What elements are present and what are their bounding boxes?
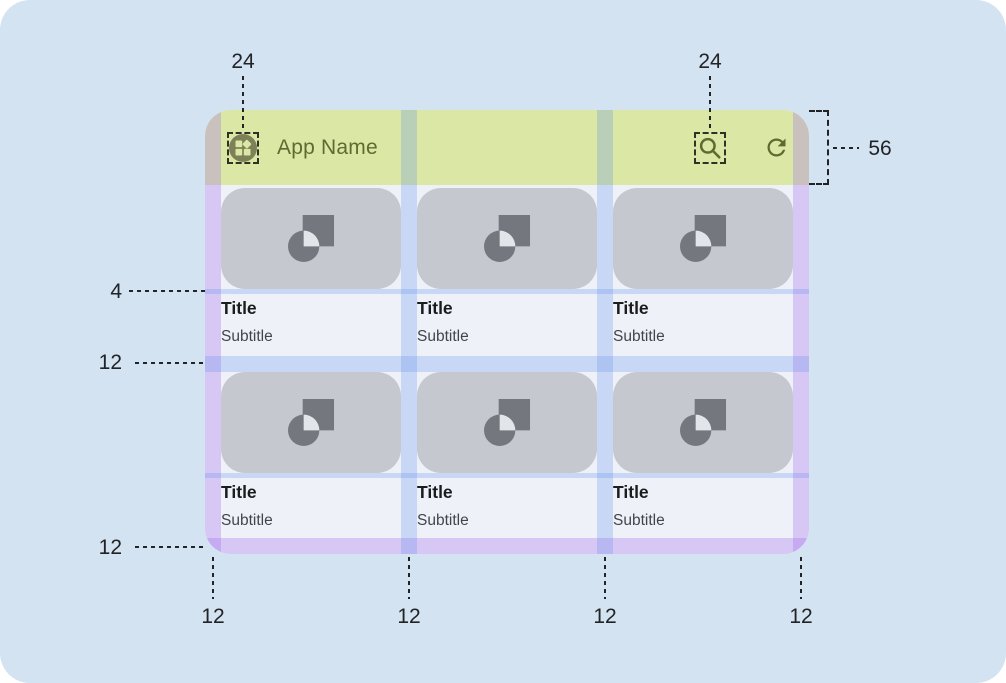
measurement-label-col-12-2: 12 [397,605,421,628]
gap-overlay-12-rows [205,356,809,372]
measurement-label-row-gap-12: 12 [98,351,122,374]
image-placeholder-icon [679,215,726,262]
card-image [613,188,793,289]
card-image [221,188,401,289]
measurement-bracket-header-56 [809,110,829,185]
card-text-block: Title Subtitle [417,478,597,534]
search-icon-measure-box [694,132,726,164]
card[interactable] [613,372,793,473]
card-subtitle: Subtitle [221,512,273,529]
measurement-label-bottom-margin-12: 12 [98,536,122,559]
card-text-block: Title Subtitle [221,294,401,350]
widgets-icon [235,139,252,156]
image-placeholder-icon [483,215,530,262]
measurement-label-gap-4: 4 [110,280,122,303]
measurement-line-col-margin-right [800,557,802,599]
card-subtitle: Subtitle [613,328,665,345]
app-mockup: App Name [205,110,809,554]
card-subtitle: Subtitle [417,328,469,345]
card[interactable] [417,372,597,473]
card-image [221,372,401,473]
card-title: Title [221,298,257,318]
image-placeholder-icon [483,399,530,446]
card-subtitle: Subtitle [417,512,469,529]
measurement-line-col-gutter-1 [408,557,410,599]
image-placeholder-icon [287,399,334,446]
card-text-block: Title Subtitle [417,294,597,350]
leading-icon-measure-box [227,132,259,164]
measurement-line-bottom-margin-12 [135,546,206,548]
card-text-block: Title Subtitle [221,478,401,534]
measurement-label-header-56: 56 [868,137,892,160]
card-text-block: Title Subtitle [613,478,793,534]
card-subtitle: Subtitle [221,328,273,345]
image-placeholder-icon [679,399,726,446]
card-title: Title [613,298,649,318]
refresh-icon[interactable] [763,134,790,161]
card-image [613,372,793,473]
card[interactable] [613,188,793,289]
search-icon[interactable] [697,135,723,161]
app-avatar[interactable] [229,134,257,162]
card-title: Title [221,482,257,502]
measurement-line-col-margin-left [212,557,214,599]
measurement-line-icon-24-right [709,76,711,129]
card-subtitle: Subtitle [613,512,665,529]
measurement-label-col-12-4: 12 [789,605,813,628]
measurement-label-col-12-1: 12 [201,605,225,628]
app-header: App Name [205,110,809,185]
measurement-line-col-gutter-2 [604,557,606,599]
measurement-line-gap-4 [129,290,206,292]
measurement-line-row-gap-12 [135,362,206,364]
measurement-label-icon-24-right: 24 [698,50,722,73]
card-title: Title [417,298,453,318]
measurement-line-header-56 [833,147,859,149]
card-text-block: Title Subtitle [613,294,793,350]
card-image [417,372,597,473]
card-title: Title [417,482,453,502]
card-image [417,188,597,289]
measurement-label-icon-24-left: 24 [231,50,255,73]
margin-overlay-bottom [205,538,809,554]
card[interactable] [221,188,401,289]
measurement-line-icon-24-left [242,76,244,129]
card[interactable] [221,372,401,473]
measurement-label-col-12-3: 12 [593,605,617,628]
card-title: Title [613,482,649,502]
app-title: App Name [277,135,378,159]
image-placeholder-icon [287,215,334,262]
card[interactable] [417,188,597,289]
